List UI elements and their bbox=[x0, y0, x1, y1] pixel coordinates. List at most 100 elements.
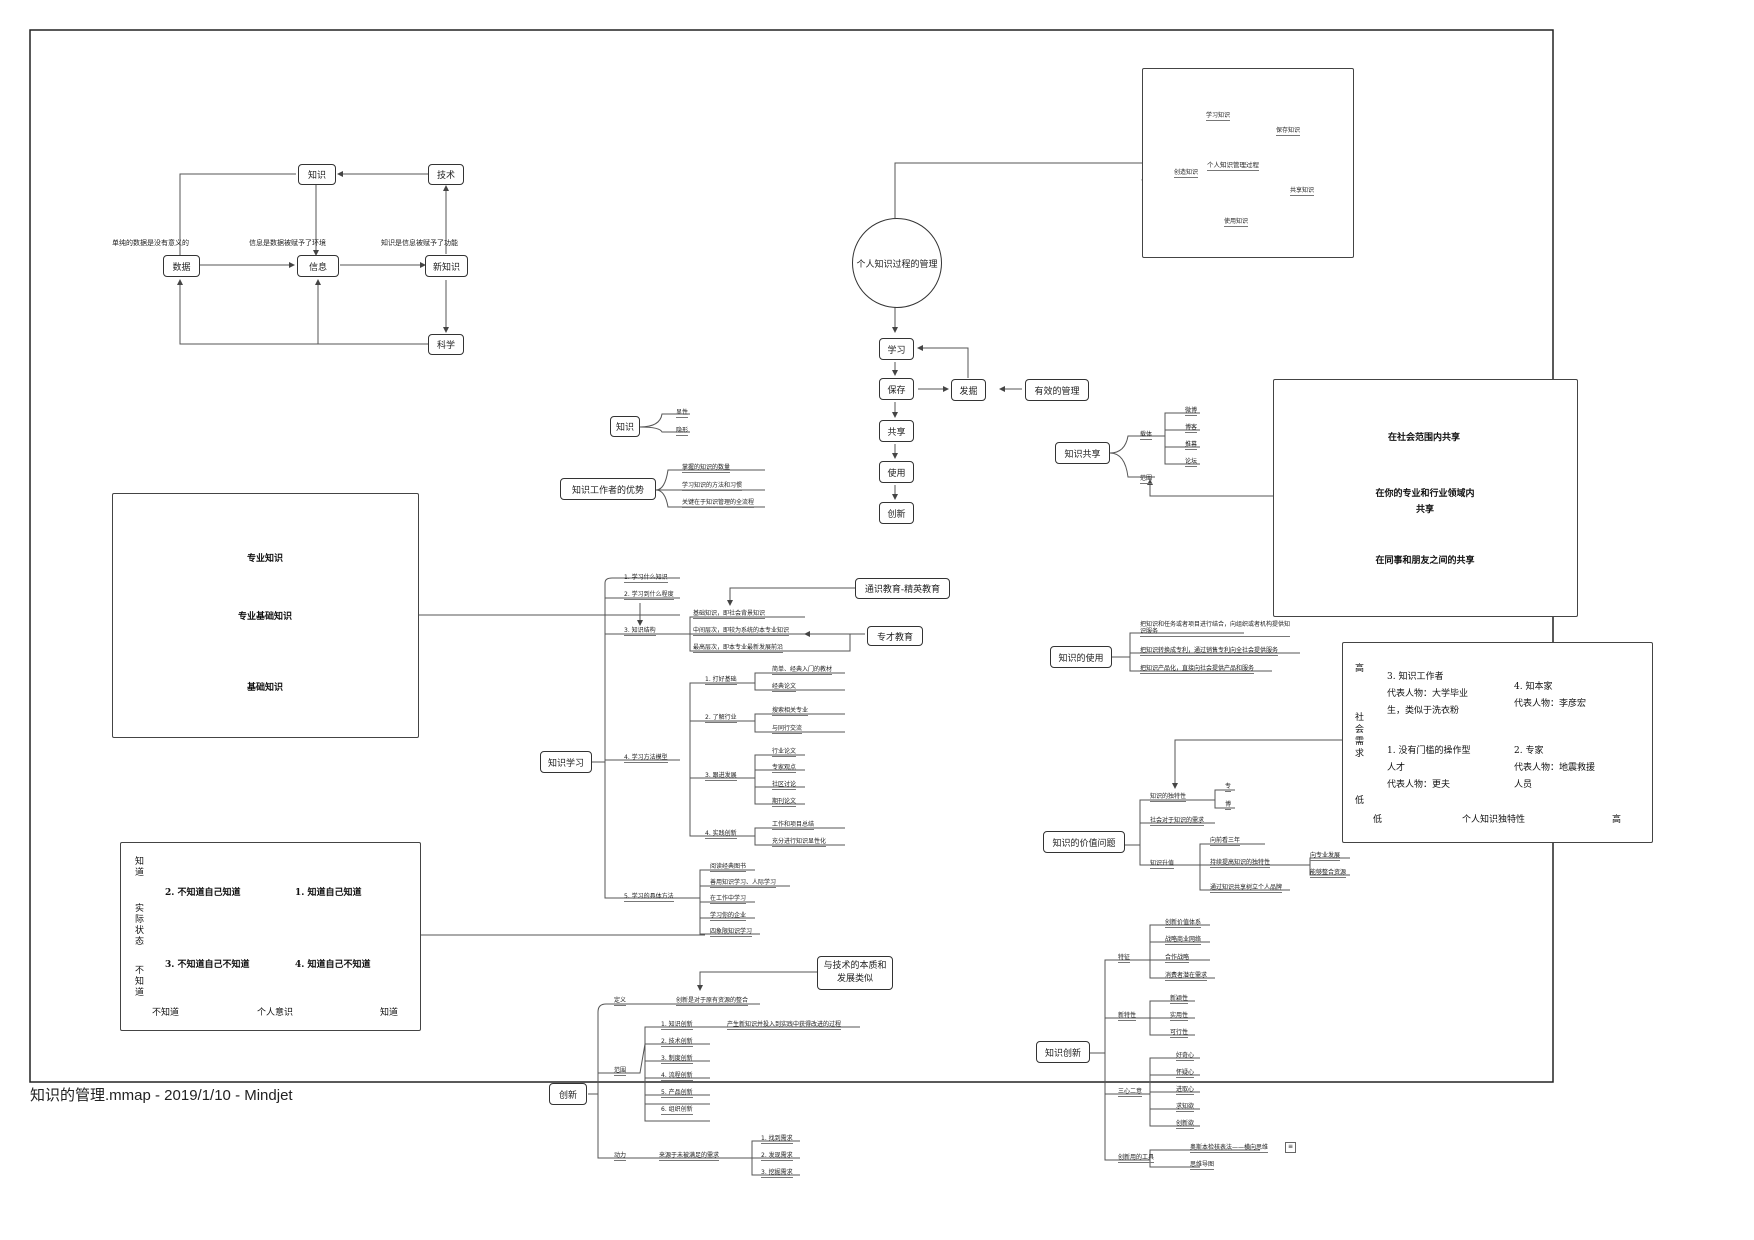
quad-right-q4-line2: 代表人物：地震救援 bbox=[1514, 763, 1596, 773]
quad-right-q3-line3: 代表人物：更夫 bbox=[1387, 780, 1451, 790]
leaf-sx-3: 进取心 bbox=[1176, 1086, 1195, 1095]
leaf-fanwei-3: 3. 制度创新 bbox=[661, 1055, 693, 1064]
leaf-boke: 博客 bbox=[1185, 424, 1198, 433]
leaf-tg-1: 向专业发展 bbox=[1310, 852, 1341, 861]
leaf-tuimu: 推幕 bbox=[1185, 441, 1198, 450]
leaf-gongju: 创新用的工具 bbox=[1118, 1154, 1155, 1163]
leaf-usage-1: 把知识和任务或者项目进行结合，向组织或者机构提供知识服务 bbox=[1140, 621, 1291, 637]
pyramid-left-bottom: 基础知识 bbox=[246, 683, 283, 693]
leaf-b5-2: 善用知识学习、人际学习 bbox=[710, 879, 777, 888]
leaf-xuqiu: 社会对于知识的需求 bbox=[1150, 817, 1205, 826]
leaf-b4c-2: 专家观点 bbox=[772, 764, 797, 773]
leaf-b3-3: 最高层次，即本专业最新发展前沿 bbox=[693, 644, 784, 653]
cycle-item-4: 使用知识 bbox=[1224, 218, 1249, 227]
leaf-xin-2: 实用性 bbox=[1170, 1012, 1189, 1021]
leaf-usage-2: 把知识转换成专利，通过销售专利向全社会提供服务 bbox=[1140, 647, 1279, 656]
pyramid-left-frame bbox=[112, 493, 419, 738]
node-zhishi-types[interactable]: 知识 bbox=[610, 416, 640, 437]
leaf-b4b-1: 搜索相关专业 bbox=[772, 707, 809, 716]
leaf-tz-4: 消费者潜在需求 bbox=[1165, 972, 1208, 981]
quad-right-q4-line1: 2. 专家 bbox=[1514, 746, 1544, 756]
node-zhishi-chuangxin[interactable]: 知识创新 bbox=[1036, 1041, 1090, 1063]
node-baocun[interactable]: 保存 bbox=[879, 378, 914, 400]
node-chuangxin[interactable]: 创新 bbox=[879, 502, 914, 524]
leaf-xianxing: 显性 bbox=[676, 409, 689, 418]
leaf-xin-1: 新颖性 bbox=[1170, 995, 1189, 1004]
quad-left-q1: 2. 不知道自己知道 bbox=[165, 888, 241, 898]
leaf-worker-1: 掌握的知识的数量 bbox=[682, 464, 731, 473]
node-value[interactable]: 知识的价值问题 bbox=[1043, 831, 1125, 853]
leaf-b5: 5. 学习的具体方法 bbox=[624, 893, 674, 902]
leaf-b4d-2: 充分进行知识显性化 bbox=[772, 838, 827, 847]
node-faju[interactable]: 发掘 bbox=[951, 379, 986, 401]
leaf-b5-3: 在工作中学习 bbox=[710, 895, 747, 904]
leaf-tezheng: 特征 bbox=[1118, 954, 1131, 963]
leaf-dongli-2: 2. 发现需求 bbox=[761, 1152, 793, 1161]
quad-left-y-top: 知道 bbox=[135, 857, 145, 878]
leaf-dongli-1: 1. 找到需求 bbox=[761, 1135, 793, 1144]
node-learning[interactable]: 知识学习 bbox=[540, 751, 592, 773]
dikw-label-1: 单纯的数据是没有意义的 bbox=[112, 239, 189, 247]
node-zhishi[interactable]: 知识 bbox=[298, 164, 336, 185]
dikw-label-3: 知识是信息被赋予了功能 bbox=[381, 239, 458, 247]
leaf-tz-2: 战略商业网络 bbox=[1165, 936, 1202, 945]
central-topic[interactable]: 个人知识过程的管理 bbox=[852, 218, 942, 308]
node-jishu[interactable]: 技术 bbox=[428, 164, 464, 185]
node-innovation[interactable]: 创新 bbox=[549, 1083, 587, 1105]
leaf-b5-5: 四象限知识学习 bbox=[710, 928, 753, 937]
quad-right-q1-line2: 代表人物：大学毕业 bbox=[1387, 689, 1469, 699]
leaf-b4b: 2. 了解行业 bbox=[705, 714, 737, 723]
node-shuju[interactable]: 数据 bbox=[163, 255, 200, 277]
pyramid-left-mid: 专业基础知识 bbox=[237, 612, 292, 622]
pyramid-right-bottom: 在同事和朋友之间的共享 bbox=[1375, 556, 1475, 566]
node-zhuancai[interactable]: 专才教育 bbox=[867, 626, 923, 646]
node-youxiao[interactable]: 有效的管理 bbox=[1025, 379, 1089, 401]
quad-right-q2-line2: 代表人物：李彦宏 bbox=[1514, 699, 1587, 709]
leaf-dongli: 动力 bbox=[614, 1152, 627, 1161]
quad-right-x-high: 高 bbox=[1612, 815, 1622, 825]
quad-right-x-mid: 个人知识独特性 bbox=[1462, 815, 1526, 825]
node-xinzhishi[interactable]: 新知识 bbox=[425, 255, 468, 277]
leaf-b4c-3: 社区讨论 bbox=[772, 781, 797, 790]
footer-caption: 知识的管理.mmap - 2019/1/10 - Mindjet bbox=[30, 1087, 293, 1104]
leaf-fanwei-6: 6. 组织创新 bbox=[661, 1106, 693, 1115]
dikw-label-2: 信息是数据被赋予了环境 bbox=[249, 239, 326, 247]
leaf-sx-2: 怀疑心 bbox=[1176, 1069, 1195, 1078]
leaf-xin: 新特性 bbox=[1118, 1012, 1137, 1021]
quadrant-right-frame bbox=[1342, 642, 1653, 843]
node-shiyong[interactable]: 使用 bbox=[879, 461, 914, 483]
quad-right-q2-line1: 4. 知本家 bbox=[1514, 682, 1553, 692]
cycle-center: 个人知识管理过程 bbox=[1207, 161, 1259, 171]
leaf-b3: 3. 知识结构 bbox=[624, 627, 656, 636]
quad-right-q1-line3: 生，类似于洗衣粉 bbox=[1387, 706, 1460, 716]
leaf-b3-1: 基础知识，即社会背景知识 bbox=[693, 610, 766, 619]
node-sharing[interactable]: 知识共享 bbox=[1055, 442, 1110, 464]
leaf-weibo: 微博 bbox=[1185, 407, 1198, 416]
node-worker[interactable]: 知识工作者的优势 bbox=[560, 478, 656, 500]
leaf-dongli-item: 来源于未被满足的需求 bbox=[659, 1152, 720, 1161]
node-gongxiang[interactable]: 共享 bbox=[879, 420, 914, 442]
node-xuexi[interactable]: 学习 bbox=[879, 338, 914, 360]
quad-right-q3-line2: 人才 bbox=[1387, 763, 1406, 773]
leaf-sx-4: 求知欲 bbox=[1176, 1103, 1195, 1112]
node-tongshi[interactable]: 通识教育-精英教育 bbox=[855, 578, 950, 599]
leaf-b4b-2: 与同行交流 bbox=[772, 725, 803, 734]
leaf-gj-1: 奥斯本检核表法——横向思维 bbox=[1190, 1144, 1269, 1153]
leaf-sharing-fanwei: 范围 bbox=[1140, 475, 1153, 484]
leaf-tz-1: 创新价值体系 bbox=[1165, 919, 1202, 928]
node-usage[interactable]: 知识的使用 bbox=[1050, 646, 1112, 668]
node-kexue[interactable]: 科学 bbox=[428, 334, 464, 355]
leaf-sx-1: 好奇心 bbox=[1176, 1052, 1195, 1061]
node-xinxi[interactable]: 信息 bbox=[297, 255, 339, 277]
leaf-b4c-1: 行业论文 bbox=[772, 748, 797, 757]
leaf-sanxin: 三心二意 bbox=[1118, 1088, 1143, 1097]
note-icon[interactable]: ≡ bbox=[1285, 1142, 1296, 1153]
quad-left-x-left: 不知道 bbox=[152, 1008, 180, 1018]
quad-right-y-low: 低 bbox=[1355, 796, 1365, 806]
leaf-b1: 1. 学习什么知识 bbox=[624, 574, 668, 583]
node-innovation-callout[interactable]: 与技术的本质和发展类似 bbox=[817, 956, 893, 990]
leaf-worker-3: 关键在于知识管理的全流程 bbox=[682, 499, 755, 508]
quad-left-y-mid: 实际状态 bbox=[135, 904, 145, 947]
leaf-b4c-4: 期刊论文 bbox=[772, 798, 797, 807]
